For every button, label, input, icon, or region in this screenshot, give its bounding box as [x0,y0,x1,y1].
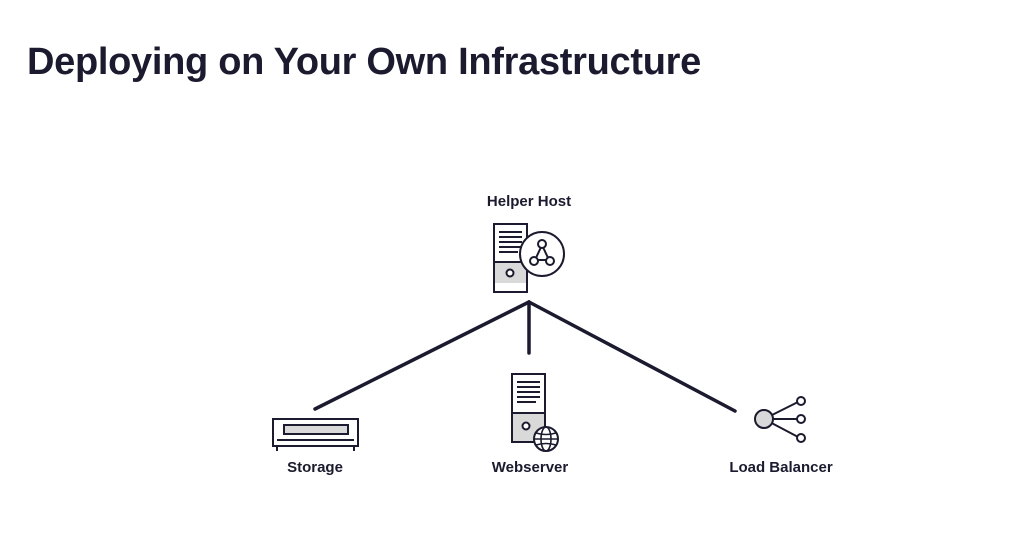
connector-helper-to-storage [313,300,531,411]
node-webserver: Webserver [492,373,569,476]
server-with-network-hub-icon [493,223,565,293]
node-load-balancer: Load Balancer [729,396,833,476]
helper-host-label: Helper Host [487,193,571,210]
storage-label: Storage [287,459,343,476]
node-helper-host: Helper Host [487,193,571,293]
load-balancer-label: Load Balancer [729,459,833,476]
connector-helper-to-load-balancer [527,300,737,413]
connectors [313,300,737,413]
server-with-globe-icon [511,373,559,452]
node-storage: Storage [272,418,359,476]
storage-drive-icon [272,418,359,451]
webserver-label: Webserver [492,459,569,476]
page-title: Deploying on Your Own Infrastructure [27,41,701,83]
load-balancer-icon [754,396,806,443]
